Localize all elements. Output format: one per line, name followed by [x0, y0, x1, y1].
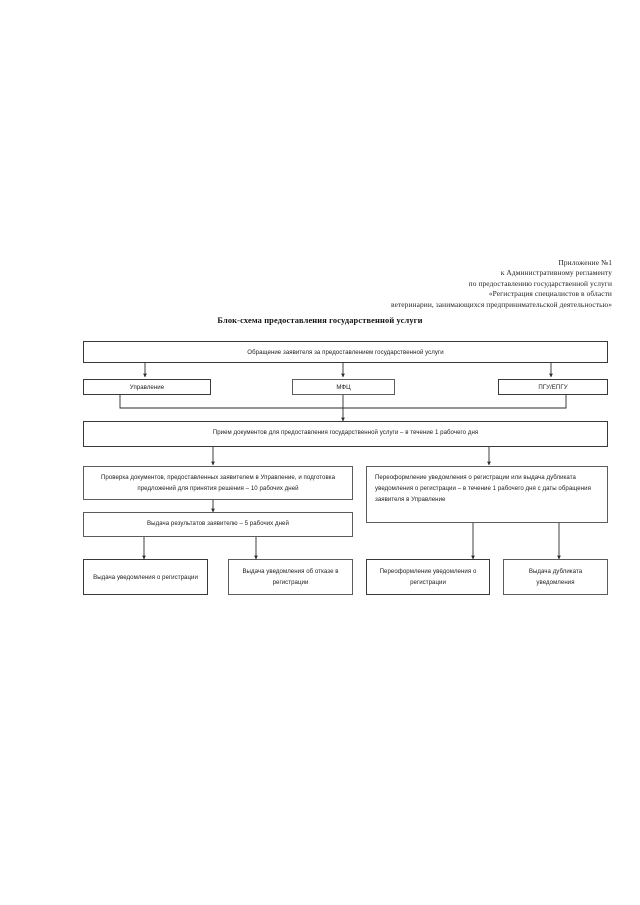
node-vydacha-dublikata-label: Выдача дубликата уведомления [528, 568, 583, 586]
node-uvedomlenie-o-registratsii[interactable]: Выдача уведомления о регистрации [83, 559, 208, 595]
node-pereoformlenie-process[interactable]: Переоформление уведомления о регистрации… [366, 466, 608, 523]
node-mfc-label: МФЦ [336, 383, 351, 391]
header-line-5: ветеринарии, занимающихся предпринимател… [391, 299, 612, 309]
node-upravlenie[interactable]: Управление [83, 379, 211, 395]
node-start-label: Обращение заявителя за предоставлением г… [247, 348, 444, 356]
header-line-2: к Административному регламенту [500, 268, 612, 278]
header-line-1: Приложение №1 [558, 258, 612, 267]
node-pgu-epgu-label: ПГУ/ЕПГУ [538, 383, 568, 391]
node-vydacha-rezultatov[interactable]: Выдача результатов заявителю – 5 рабочих… [83, 512, 353, 537]
node-mfc[interactable]: МФЦ [292, 379, 395, 395]
node-vydacha-rezultatov-label: Выдача результатов заявителю – 5 рабочих… [147, 520, 289, 527]
node-uvedomlenie-ob-otkaze-label: Выдача уведомления об отказе в регистрац… [242, 568, 339, 586]
node-proverka-dokumentov-label: Проверка документов, предоставленных зая… [100, 474, 336, 492]
header-line-4: «Регистрация специалистов в области [488, 289, 612, 299]
document-header: Приложение №1 к Административному реглам… [300, 258, 612, 310]
node-pereoformlenie-process-label: Переоформление уведомления о регистрации… [375, 474, 591, 503]
node-uvedomlenie-ob-otkaze[interactable]: Выдача уведомления об отказе в регистрац… [228, 559, 353, 595]
node-priem-dokumentov-label: Прием документов для предоставления госу… [212, 429, 479, 436]
header-line-3: по предоставлению государственной услуги [468, 278, 612, 288]
node-uvedomlenie-o-registratsii-label: Выдача уведомления о регистрации [93, 573, 198, 581]
diagram-title: Блок-схема предоставления государственно… [217, 316, 423, 325]
node-start[interactable]: Обращение заявителя за предоставлением г… [83, 341, 608, 363]
node-pereoformlenie-uvedomleniya-label: Переоформление уведомления о регистрации [379, 568, 477, 586]
node-priem-dokumentov[interactable]: Прием документов для предоставления госу… [83, 421, 608, 447]
node-proverka-dokumentov[interactable]: Проверка документов, предоставленных зая… [83, 466, 353, 500]
node-pereoformlenie-uvedomleniya[interactable]: Переоформление уведомления о регистрации [366, 559, 490, 595]
node-pgu-epgu[interactable]: ПГУ/ЕПГУ [498, 379, 608, 395]
node-vydacha-dublikata[interactable]: Выдача дубликата уведомления [503, 559, 608, 595]
node-upravlenie-label: Управление [129, 383, 165, 391]
